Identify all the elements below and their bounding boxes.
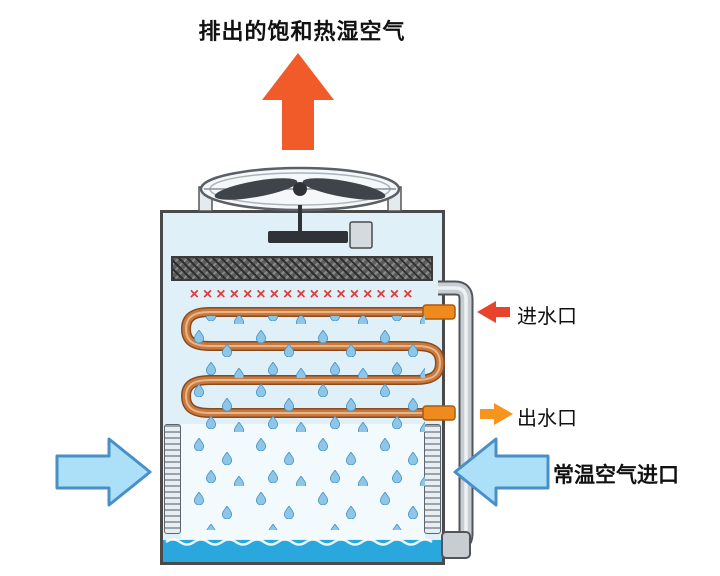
water-outlet-label: 出水口	[517, 408, 577, 430]
left-air-louver	[164, 424, 181, 534]
exhaust-air-label: 排出的饱和热湿空气	[198, 19, 406, 44]
drift-eliminator-mesh	[171, 256, 433, 281]
right-air-inlet-arrow-icon	[453, 437, 550, 507]
water-basin	[163, 540, 442, 562]
water-outlet-arrow-icon	[480, 403, 513, 425]
spray-nozzle-row: ×××××××××××××××××	[189, 286, 417, 303]
water-inlet-arrow-icon	[477, 301, 510, 323]
pipe-elbow	[441, 531, 471, 559]
exhaust-arrow-icon	[262, 53, 334, 150]
air-inlet-label: 常温空气进口	[553, 464, 679, 487]
air-plenum	[181, 424, 425, 539]
water-inlet-label: 进水口	[517, 306, 577, 328]
left-air-inlet-arrow-icon	[55, 437, 152, 507]
right-air-louver	[424, 424, 441, 534]
